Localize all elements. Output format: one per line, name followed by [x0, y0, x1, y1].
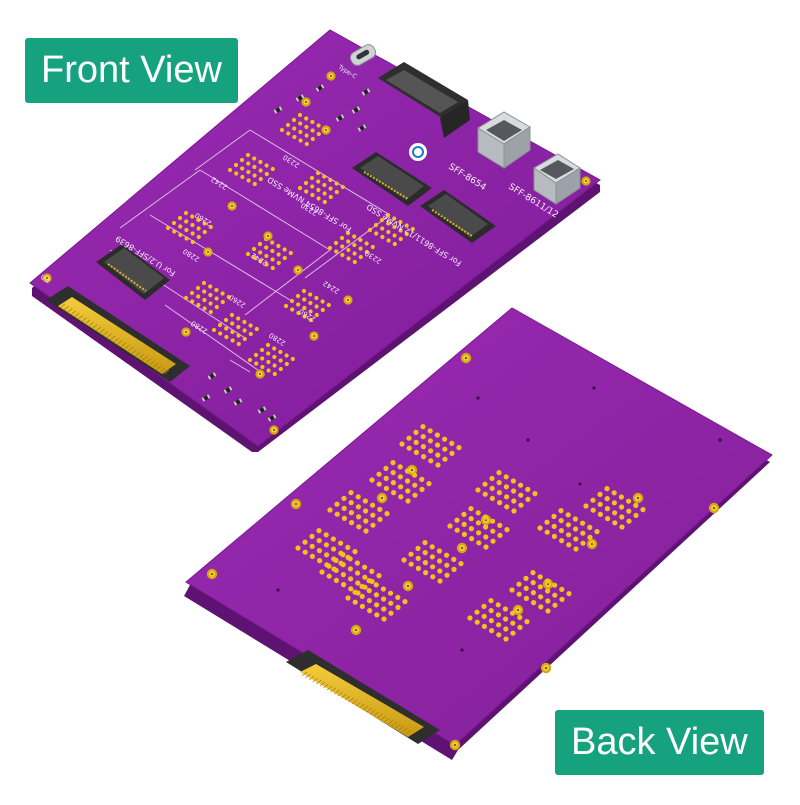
mounting-hole [540, 662, 552, 674]
pad-grid [165, 210, 213, 245]
pad-grid [447, 506, 510, 550]
via [578, 482, 582, 486]
front-board-surface [29, 29, 601, 447]
mounting-hole [269, 425, 279, 435]
silkscreen-line [119, 169, 201, 229]
mounting-hole [343, 295, 353, 305]
mounting-hole [255, 369, 265, 379]
via [592, 386, 596, 390]
mounting-hole [456, 542, 468, 554]
pad-grid [475, 470, 538, 514]
silkscreen-line [229, 359, 251, 373]
brand-logo [409, 143, 427, 161]
pad-grid [183, 280, 231, 315]
front-view-label: Front View [25, 38, 238, 103]
mounting-hole [512, 604, 524, 616]
silkscreen-line [199, 169, 331, 251]
mounting-hole [586, 538, 598, 550]
m2-socket-center [352, 152, 432, 206]
m2-socket-right [420, 190, 496, 243]
back-board [184, 307, 773, 760]
pad-grid [509, 570, 572, 614]
mounting-hole [309, 331, 319, 341]
mounting-hole [181, 327, 191, 337]
pad-grid [537, 508, 600, 552]
power-connector [378, 62, 470, 138]
sff8611-connector [533, 153, 581, 205]
pad-grid [583, 486, 646, 530]
pad-grid [297, 170, 345, 205]
mounting-hole [581, 176, 591, 186]
pad-grid [327, 490, 390, 534]
pad-grid [399, 424, 462, 468]
silkscreen-line [194, 129, 251, 171]
via [276, 588, 280, 592]
m2-socket-left [96, 244, 170, 300]
back-u2-connector [286, 650, 440, 744]
mounting-hole [301, 97, 311, 107]
pad-grid [327, 230, 375, 265]
sff8654-connector [477, 111, 531, 169]
pad-grid [247, 342, 295, 377]
mounting-hole [449, 739, 461, 751]
pad-grid [283, 288, 331, 323]
mounting-hole [326, 71, 336, 81]
mounting-hole [290, 498, 302, 510]
mounting-hole [350, 624, 362, 636]
mounting-hole [42, 273, 52, 283]
mounting-hole [460, 352, 472, 364]
pad-grid [211, 312, 259, 347]
mounting-hole [203, 247, 213, 257]
pad-grid [401, 540, 464, 584]
mounting-hole [227, 201, 237, 211]
mounting-hole [263, 231, 273, 241]
pad-grid [367, 212, 415, 247]
mounting-hole [632, 492, 644, 504]
usb-c-connector [349, 44, 377, 66]
via [526, 438, 530, 442]
mounting-hole [293, 265, 303, 275]
silkscreen-line [244, 249, 331, 316]
mounting-hole [708, 502, 720, 514]
mounting-hole [376, 492, 388, 504]
via [476, 396, 480, 400]
mounting-hole [206, 568, 218, 580]
silkscreen-line [164, 304, 266, 376]
front-u2-connector [46, 286, 190, 382]
via [718, 438, 722, 442]
mounting-hole [402, 580, 414, 592]
back-view-label: Back View [555, 710, 764, 775]
silkscreen-line [149, 214, 291, 301]
u2-label: U.2 [39, 274, 51, 285]
pad-grid [369, 460, 432, 504]
pad-grid [467, 598, 530, 642]
mounting-hole [321, 125, 331, 135]
pad-grid [227, 152, 275, 187]
pad-grid [319, 552, 382, 596]
front-board: SFF-8654 SFF-8611/12 U.2 Type-C For SFF-… [29, 29, 601, 452]
via [460, 648, 464, 652]
